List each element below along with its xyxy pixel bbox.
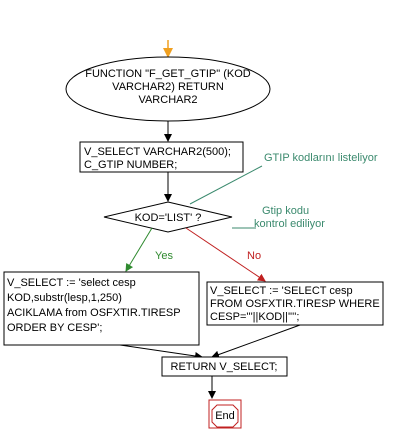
no-action-line-2: FROM OSFXTIR.TIRESP WHERE [210, 298, 380, 310]
no-action-line-1: V_SELECT := 'SELECT cesp [210, 285, 353, 297]
no-label: No [247, 250, 261, 262]
note-list: GTIP kodlarını listeliyor [264, 152, 378, 164]
declare-box [79, 141, 244, 173]
yes-action-line-1: V_SELECT := 'select cesp [7, 277, 136, 289]
start-node-line-3: VARCHAR2 [138, 94, 197, 106]
decision-label: KOD='LIST' ? [135, 212, 202, 224]
end-label: End [215, 410, 235, 422]
no-action-line-3: CESP='''||KOD||''''; [210, 311, 299, 323]
yes-action-line-4: ORDER BY CESP'; [7, 322, 102, 334]
end-node-octagon [211, 404, 239, 428]
note-check-line-1: Gtip kodu [262, 205, 309, 217]
yes-action-line-3: ACIKLAMA from OSFXTIR.TIRESP [7, 307, 181, 319]
return-label: RETURN V_SELECT; [171, 361, 278, 373]
note-check-line-2: kontrol ediliyor [254, 218, 325, 230]
decision-node [103, 201, 233, 233]
start-node-line-1: FUNCTION "F_GET_GTIP" (KOD [85, 68, 251, 80]
connector-no-to-return [211, 324, 301, 359]
yes-action-box [3, 271, 200, 346]
return-box [161, 356, 288, 377]
yes-action-line-2: KOD,substr(lesp,1,250) [7, 292, 122, 304]
declare-line-2: C_GTIP NUMBER; [84, 159, 177, 171]
note-connector-list [189, 165, 263, 205]
connector-yes-to-return [119, 344, 203, 360]
no-action-box [206, 281, 384, 326]
connector-no [185, 227, 266, 282]
start-node-line-2: VARCHAR2) RETURN [112, 81, 224, 93]
declare-line-1: V_SELECT VARCHAR2(500); [84, 146, 231, 158]
yes-label: Yes [155, 250, 173, 262]
connector-yes [125, 227, 153, 272]
